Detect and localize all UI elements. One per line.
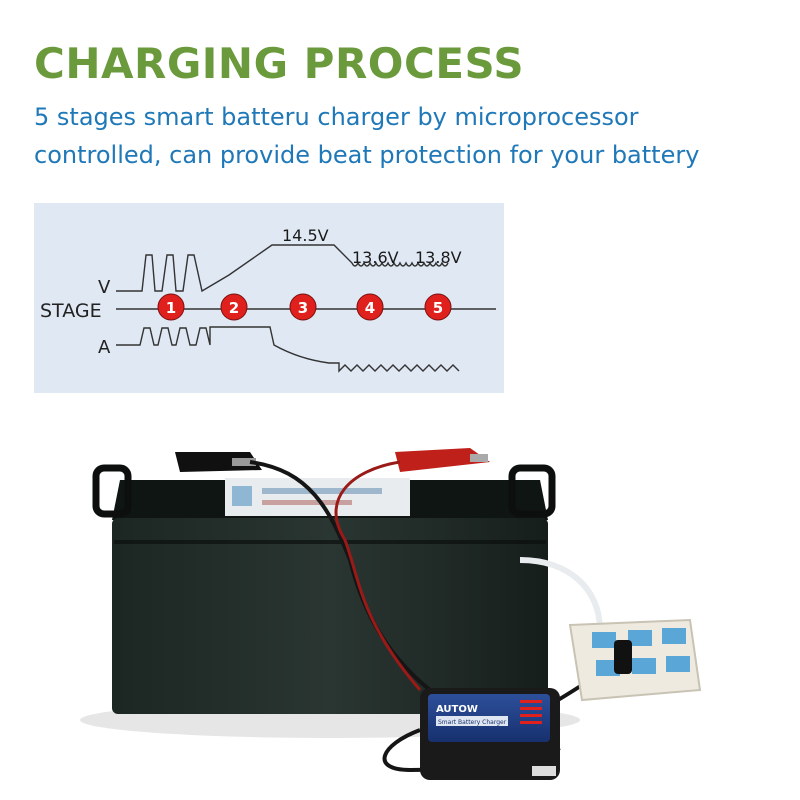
red-cable bbox=[334, 460, 422, 691]
power-strip bbox=[568, 618, 702, 702]
diagram-background bbox=[34, 203, 504, 393]
stage-number-4: 4 bbox=[365, 299, 375, 317]
stage-number-2: 2 bbox=[229, 299, 239, 317]
battery-charging-photo: AUTOW Smart Battery Charger bbox=[80, 448, 702, 780]
charging-stage-diagram: V STAGE A 14.5V 13.6V 13.8V 1 2 3 4 5 bbox=[34, 203, 504, 393]
subtitle-line-2: controlled, can provide beat protection … bbox=[34, 141, 700, 169]
charger-product-name: Smart Battery Charger bbox=[438, 719, 507, 726]
stage-marker-1: 1 bbox=[157, 293, 185, 321]
battery-handle-right bbox=[508, 464, 556, 518]
page-subtitle: 5 stages smart batteru charger by microp… bbox=[34, 98, 794, 174]
page-title: CHARGING PROCESS bbox=[34, 39, 525, 88]
battery-handle-left bbox=[92, 464, 132, 518]
smart-battery-charger: AUTOW Smart Battery Charger bbox=[420, 688, 560, 780]
black-clamp bbox=[175, 452, 262, 472]
subtitle-line-1: 5 stages smart batteru charger by microp… bbox=[34, 103, 639, 131]
voltage-label-13-6v: 13.6V bbox=[352, 248, 399, 267]
current-row-label: A bbox=[98, 337, 111, 358]
red-clamp bbox=[395, 448, 490, 472]
stage-marker-4: 4 bbox=[356, 293, 384, 321]
stage-marker-2: 2 bbox=[220, 293, 248, 321]
voltage-label-14-5v: 14.5V bbox=[282, 226, 329, 245]
stage-number-1: 1 bbox=[166, 299, 176, 317]
stage-row-label: STAGE bbox=[40, 300, 102, 322]
stage-marker-3: 3 bbox=[289, 293, 317, 321]
car-battery bbox=[92, 464, 556, 714]
charger-brand: AUTOW bbox=[436, 704, 478, 715]
voltage-row-label: V bbox=[98, 277, 111, 298]
stage-marker-5: 5 bbox=[424, 293, 452, 321]
stage-number-3: 3 bbox=[298, 299, 308, 317]
white-power-cable bbox=[519, 557, 603, 631]
voltage-waveform bbox=[134, 244, 449, 293]
stage-number-5: 5 bbox=[433, 299, 443, 317]
current-waveform bbox=[134, 326, 460, 373]
voltage-label-13-8v: 13.8V bbox=[415, 248, 462, 267]
